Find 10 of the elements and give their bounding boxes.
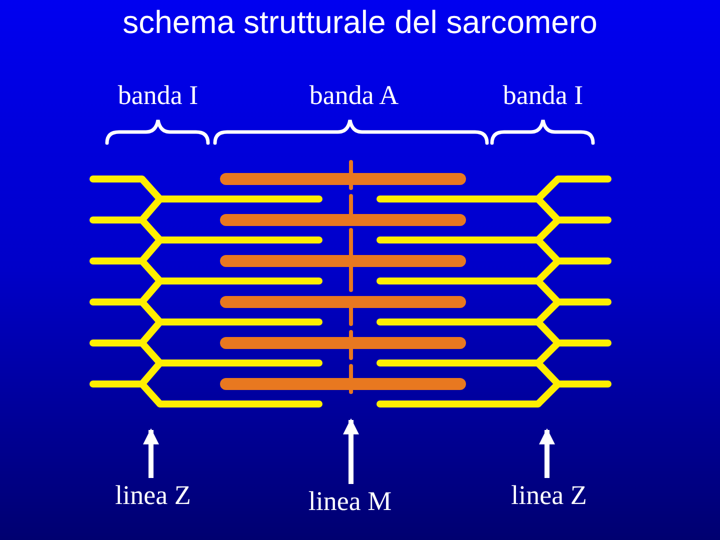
arrow bbox=[539, 428, 555, 478]
title: schema strutturale del sarcomero bbox=[122, 4, 598, 41]
band-label: banda A bbox=[308, 80, 400, 111]
band-label: banda I bbox=[502, 80, 584, 111]
line-label: linea Z bbox=[510, 480, 588, 511]
band-label: banda I bbox=[116, 80, 200, 111]
line-label: linea Z bbox=[114, 480, 192, 511]
line-label: linea M bbox=[307, 486, 393, 517]
arrow bbox=[143, 428, 159, 478]
arrow bbox=[343, 418, 359, 484]
